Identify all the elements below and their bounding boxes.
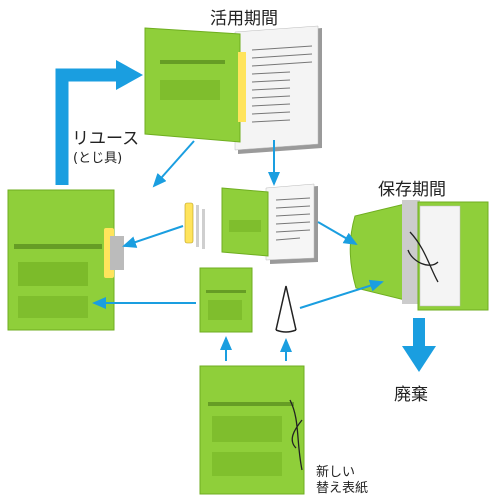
usage-folder-image [144,25,322,154]
reuse-big-arrow [55,60,143,185]
center-folder-image [221,183,318,264]
disposal-arrow [402,318,436,372]
arrow-fastener-to-reuse [122,225,184,248]
arrow-to-storage [317,221,358,246]
new-cover-folder-image [199,365,305,495]
arrow-to-reuse-folder [152,140,195,188]
label-new-cover-line1: 新しい [316,465,356,480]
binder-fastener-image [184,202,205,249]
label-storage-period: 保存期間 [378,180,446,200]
small-folder-image [199,267,253,333]
label-reuse-binder: (とじ具) [73,151,123,166]
reuse-folder-image [7,189,124,331]
binding-cord-image [275,285,297,333]
label-reuse: リユース [72,129,140,149]
label-disposal: 廃棄 [394,385,428,405]
storage-box-image [349,200,489,311]
flow-arrows [92,140,384,361]
label-new-cover-line2: 替え表紙 [316,481,369,496]
arrow-cord-to-storage [299,279,384,309]
label-usage-period: 活用期間 [210,9,278,29]
